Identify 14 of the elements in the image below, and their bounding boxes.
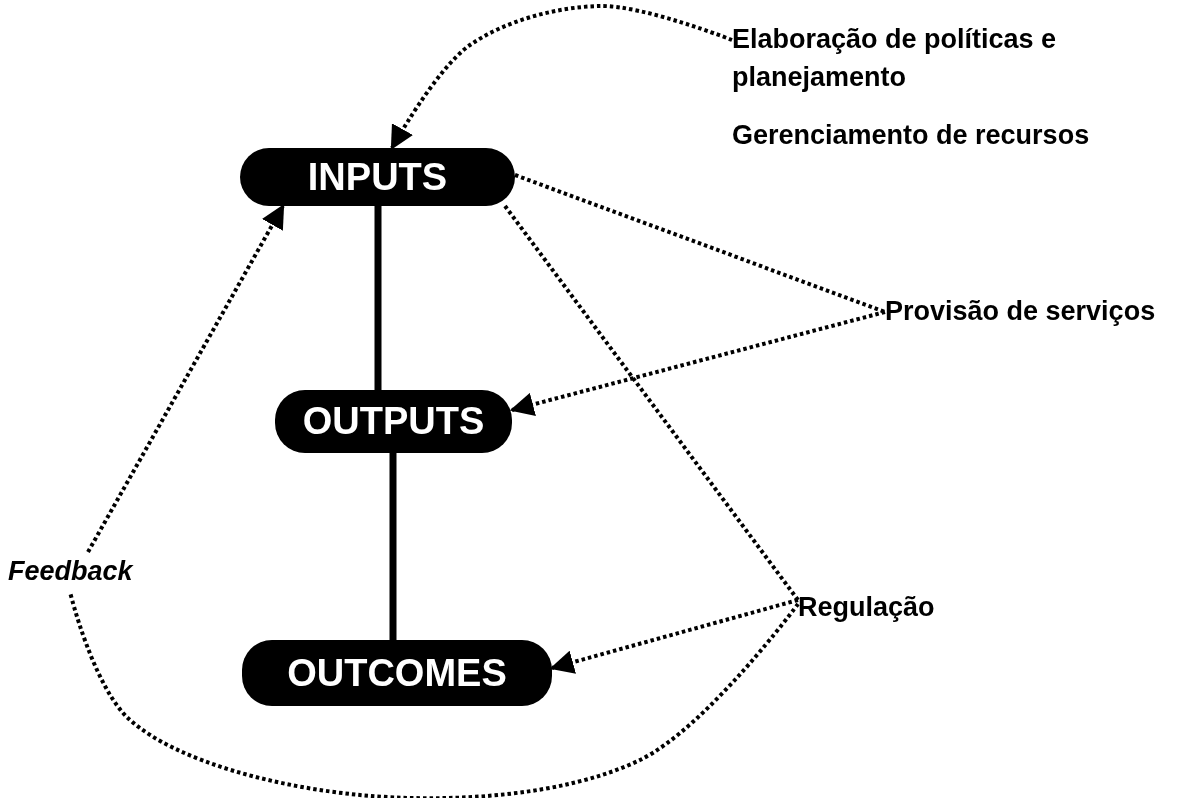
activity-label: Gerenciamento de recursos xyxy=(732,119,1090,152)
stage-label: INPUTS xyxy=(307,155,448,199)
stage-label: OUTPUTS xyxy=(302,400,485,443)
stage-pill xyxy=(240,148,515,206)
stage-label: OUTCOMES xyxy=(287,651,507,695)
dotted-arrow xyxy=(390,4,733,151)
activity-label: Provisão de serviços xyxy=(885,292,1175,332)
stage-pill xyxy=(242,640,552,706)
activity-label: Elaboração de políticas e planejamento xyxy=(732,20,1152,100)
stage-pill xyxy=(275,390,512,453)
dotted-arrow xyxy=(86,203,285,553)
feedback-label: Feedback xyxy=(8,552,138,592)
dotted-arrow xyxy=(509,310,886,417)
activity-label: Regulação xyxy=(798,588,938,628)
